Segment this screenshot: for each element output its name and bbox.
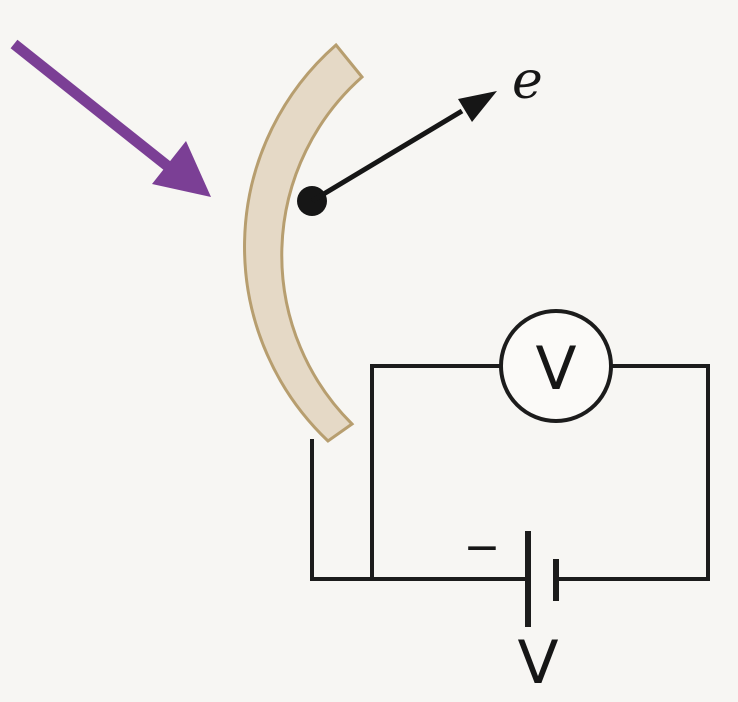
battery-minus-sign: − [464,522,501,573]
curved-metal-plate-outline [243,42,365,443]
voltmeter-label: V [535,334,576,404]
meter-loop-wire [370,364,710,581]
electron-arrow-shaft [310,108,464,204]
electron-label: e [512,51,543,111]
incident-arrow-head [152,141,211,197]
electron-arrow-head [458,91,497,122]
incident-light-arrow [10,39,211,197]
curved-metal-plate [244,45,362,441]
voltmeter: V [499,309,613,423]
battery-gap [531,570,552,588]
incident-arrow-shaft [10,39,174,173]
voltmeter-icon [499,309,613,423]
battery: − V [464,522,559,698]
battery-voltage-label: V [517,628,558,698]
plate-lead-wire [310,439,374,581]
ejected-electron [297,91,497,216]
